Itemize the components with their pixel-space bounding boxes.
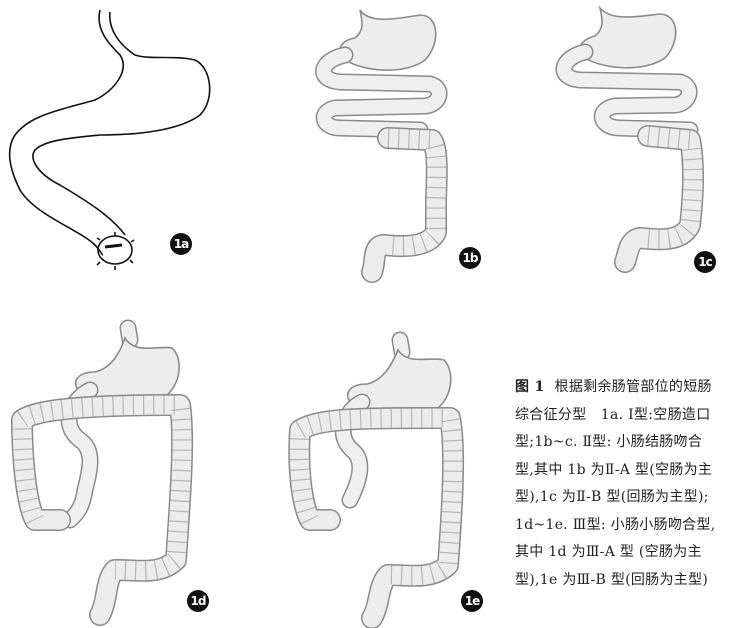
panel-label-1d: 1d [187,590,209,612]
caption-line: 型),1e 为Ⅲ-B 型(回肠为主型) [515,571,709,588]
caption-line: 型),1c 为Ⅱ-B 型(回肠为主型); [515,489,709,505]
panel-1c-intestine [555,5,704,273]
panel-label-1e: 1e [461,590,483,612]
panel-1d-intestine [11,319,194,626]
panel-1b-intestine [315,9,448,283]
caption-line: 其中 1d 为Ⅲ-A 型 (空肠为主 [515,544,702,560]
panel-1a-jejunostomy-drawing [8,9,211,270]
caption-line: 综合征分型 1a. Ⅰ型:空肠造口 [515,406,711,423]
caption-text: 根据剩余肠管部位的短肠 [554,379,712,395]
caption-line: 1d~1e. Ⅲ型: 小肠小肠吻合型, [515,516,716,533]
caption-title: 图 1 [515,379,545,395]
figure-caption: 图 1 根据剩余肠管部位的短肠 综合征分型 1a. Ⅰ型:空肠造口 型;1b~c.… [515,374,737,594]
panel-1e-intestine [288,331,465,628]
panel-label-1a: 1a [170,233,192,255]
caption-line: 型,其中 1b 为Ⅱ-A 型(空肠为主 [515,461,713,478]
caption-line: 图 1 根据剩余肠管部位的短肠 [515,374,737,402]
panel-label-1c: 1c [694,251,716,273]
panel-label-1b: 1b [459,247,481,269]
caption-line: 型;1b~c. Ⅱ型: 小肠结肠吻合 [515,434,703,450]
